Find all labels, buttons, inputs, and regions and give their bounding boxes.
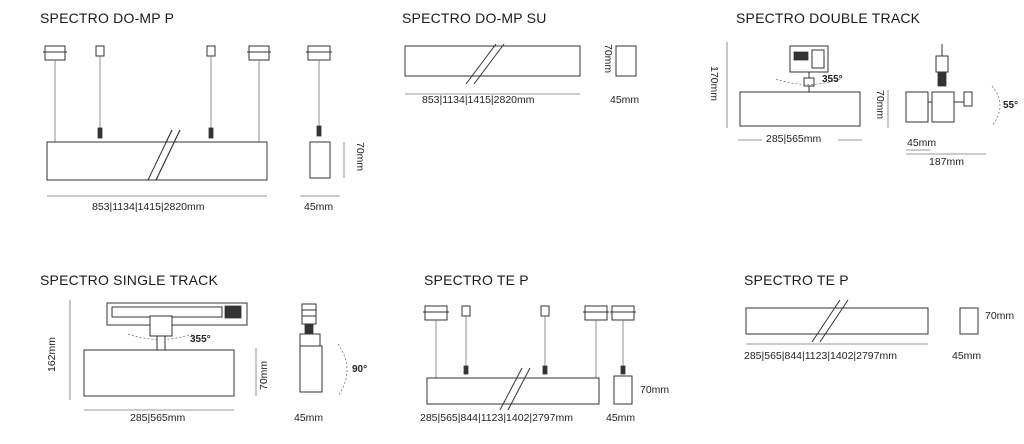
width-dimension: 45mm [304, 201, 334, 213]
title-te-p-surface: SPECTRO TE P [744, 272, 849, 288]
total-height-dimension: 170mm [708, 66, 720, 102]
rotation-angle: 355° [190, 334, 211, 345]
title-single-track: SPECTRO SINGLE TRACK [40, 272, 219, 288]
height-dimension: 70mm [258, 360, 270, 390]
double-track-drawing [726, 42, 1001, 155]
te-p-pendant-drawing [423, 305, 636, 411]
width-dimension: 45mm [610, 94, 640, 106]
height-dimension: 70mm [640, 384, 670, 396]
height-dimension: 70mm [602, 44, 614, 74]
do-mp-p-drawing [43, 45, 345, 197]
height-dimension: 70mm [985, 310, 1015, 322]
length-dimension: 285|565mm [130, 412, 186, 424]
depth-dimension: 187mm [929, 156, 965, 168]
width-dimension: 45mm [952, 350, 982, 362]
title-double-track: SPECTRO DOUBLE TRACK [736, 10, 921, 26]
do-mp-su-drawing [404, 43, 637, 95]
length-dimension: 285|565|844|1123|1402|2797mm [744, 350, 897, 362]
length-dimension: 853|1134|1415|2820mm [422, 94, 535, 106]
tilt-angle: 90° [352, 364, 368, 375]
total-height-dimension: 162mm [46, 336, 58, 372]
length-dimension: 285|565|844|1123|1402|2797mm [420, 412, 573, 424]
width-dimension: 45mm [907, 137, 937, 149]
title-do-mp-su: SPECTRO DO-MP SU [402, 10, 547, 26]
te-p-surface-drawing [745, 299, 979, 345]
height-dimension: 70mm [354, 142, 366, 172]
single-track-drawing [69, 300, 348, 411]
rotation-angle: 355° [822, 74, 843, 85]
length-dimension: 853|1134|1415|2820mm [92, 201, 205, 213]
width-dimension: 45mm [606, 412, 636, 424]
height-dimension: 70mm [874, 90, 886, 120]
title-te-p-pendant: SPECTRO TE P [424, 272, 529, 288]
tilt-angle: 55° [1003, 100, 1019, 111]
width-dimension: 45mm [294, 412, 324, 424]
length-dimension: 285|565mm [766, 133, 822, 145]
title-do-mp-p: SPECTRO DO-MP P [40, 10, 175, 26]
